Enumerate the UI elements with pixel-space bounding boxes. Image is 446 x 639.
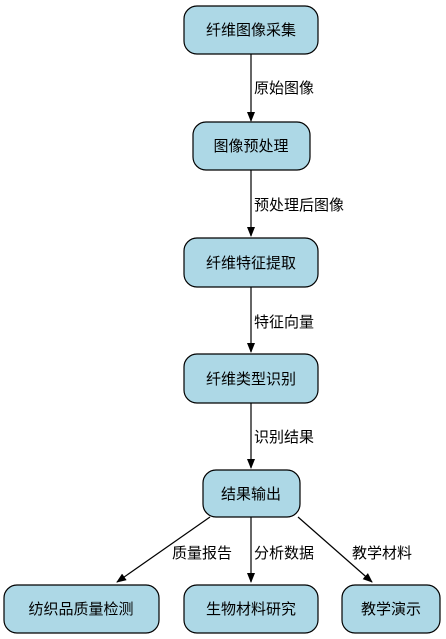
- edge-output-to-biomaterial: 分析数据: [247, 517, 314, 583]
- node-box: [3, 584, 160, 634]
- node-label: 纤维特征提取: [206, 254, 296, 272]
- edge-arrow: [116, 516, 211, 583]
- node-textile-quality-inspection[interactable]: 纺织品质量检测: [3, 584, 160, 634]
- node-box: [341, 584, 441, 634]
- node-image-preprocessing[interactable]: 图像预处理: [192, 121, 311, 171]
- node-biomaterial-research[interactable]: 生物材料研究: [183, 584, 319, 634]
- edge-label-raw-image: 原始图像: [254, 79, 314, 97]
- node-fiber-type-recognition[interactable]: 纤维类型识别: [183, 353, 319, 404]
- edge-preprocess-to-feature: 预处理后图像: [247, 170, 344, 237]
- edge-arrow: [297, 516, 373, 583]
- node-box: [183, 237, 319, 288]
- edge-label-analysis-data: 分析数据: [254, 544, 314, 562]
- edge-label-quality-report: 质量报告: [172, 544, 232, 562]
- node-teaching-demo[interactable]: 教学演示: [341, 584, 441, 634]
- node-label: 生物材料研究: [206, 600, 296, 618]
- edge-label-recognition-result: 识别结果: [254, 428, 314, 446]
- node-label: 结果输出: [221, 485, 281, 503]
- edge-acquisition-to-preprocess: 原始图像: [247, 54, 314, 122]
- node-fiber-image-acquisition[interactable]: 纤维图像采集: [183, 5, 319, 55]
- edge-label-preprocessed-image: 预处理后图像: [254, 196, 344, 214]
- node-label: 图像预处理: [213, 137, 288, 155]
- node-label: 纺织品质量检测: [28, 600, 133, 618]
- node-label: 教学演示: [361, 600, 421, 618]
- edge-label-feature-vector: 特征向量: [254, 313, 314, 331]
- node-box: [192, 121, 311, 171]
- node-box: [183, 5, 319, 55]
- node-box: [202, 469, 301, 518]
- node-label: 纤维类型识别: [206, 370, 296, 388]
- node-box: [183, 584, 319, 634]
- edge-label-teaching-material: 教学材料: [352, 544, 412, 562]
- edge-feature-to-classify: 特征向量: [247, 287, 314, 353]
- edge-output-to-textile: 质量报告: [116, 516, 232, 583]
- node-box: [183, 353, 319, 404]
- edge-classify-to-output: 识别结果: [247, 403, 314, 469]
- edge-output-to-teaching: 教学材料: [297, 516, 412, 583]
- node-fiber-feature-extraction[interactable]: 纤维特征提取: [183, 237, 319, 288]
- node-label: 纤维图像采集: [206, 21, 296, 39]
- node-result-output[interactable]: 结果输出: [202, 469, 301, 518]
